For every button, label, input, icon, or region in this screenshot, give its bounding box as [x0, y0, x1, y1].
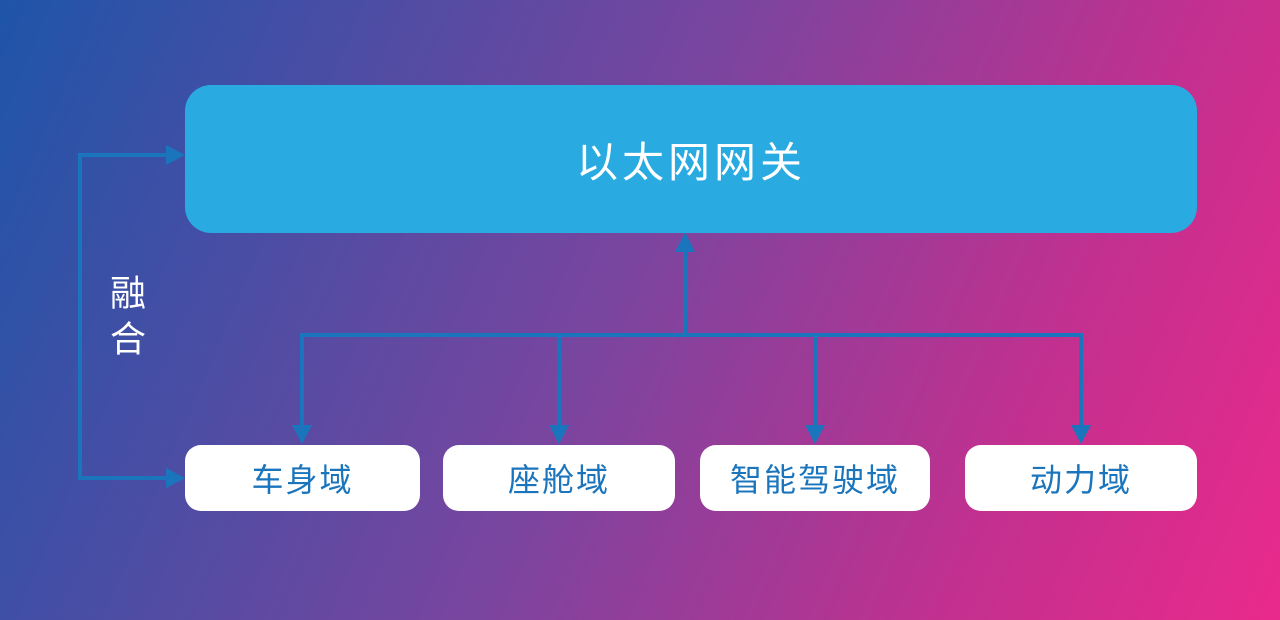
domain-label: 智能驾驶域 [729, 461, 900, 499]
domain-node-body: 车身域 [185, 445, 420, 511]
domain-node-cockpit: 座舱域 [443, 445, 675, 511]
domain-label: 座舱域 [507, 461, 610, 499]
gateway-node: 以太网网关 [185, 85, 1197, 233]
down-arrow-icon [292, 425, 312, 444]
domain-node-intelligent-driving: 智能驾驶域 [700, 445, 930, 511]
down-arrow-icon [1071, 425, 1091, 444]
domain-label: 车身域 [251, 461, 354, 499]
down-arrow-icon [805, 425, 825, 444]
down-arrow-icon [549, 425, 569, 444]
domain-label: 动力域 [1029, 461, 1132, 499]
fusion-label: 融合 [104, 274, 145, 366]
gateway-label: 以太网网关 [575, 137, 806, 187]
domain-node-power: 动力域 [965, 445, 1197, 511]
right-arrow-icon [166, 468, 185, 488]
up-arrow-icon [675, 232, 695, 252]
right-arrow-icon [166, 145, 185, 165]
